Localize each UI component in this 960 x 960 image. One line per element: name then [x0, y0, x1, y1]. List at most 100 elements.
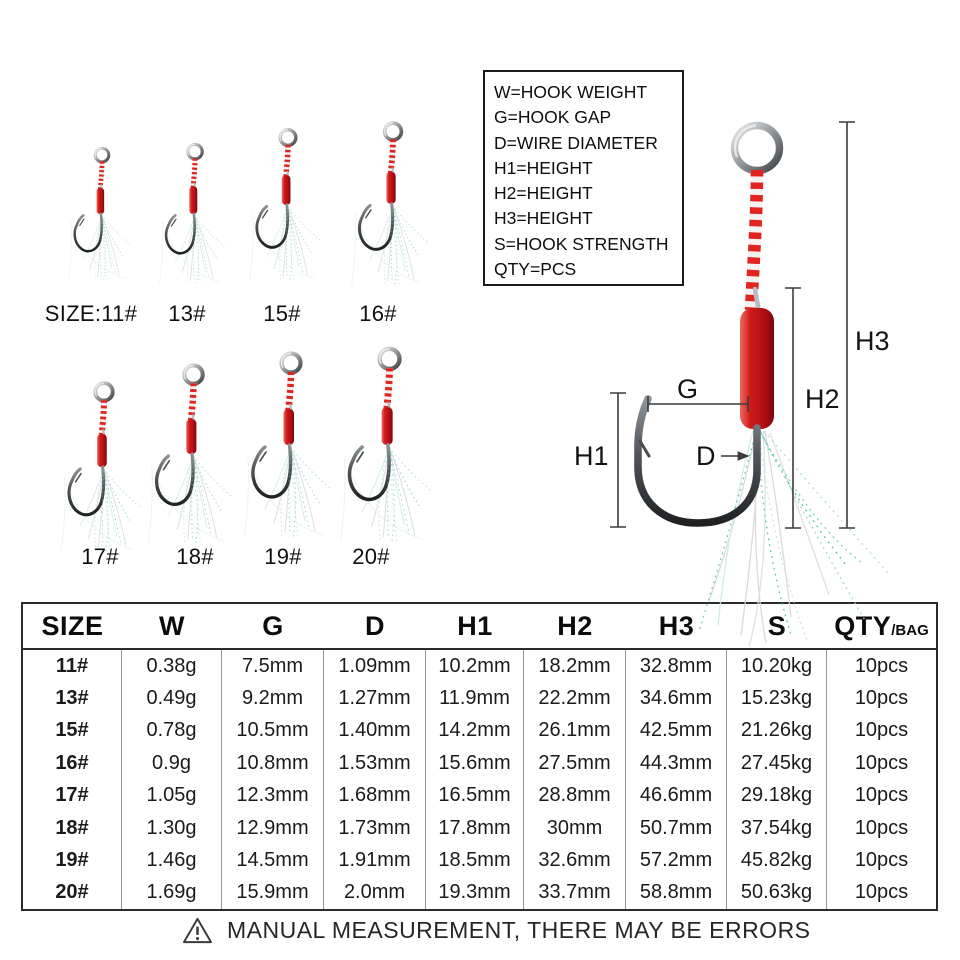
table-cell: 44.3mm	[626, 747, 727, 780]
table-cell: 10pcs	[854, 719, 909, 742]
table-cell: 10pcs	[854, 784, 909, 807]
col-header-d: D	[365, 610, 385, 641]
row-size-cell: 16#	[23, 747, 122, 780]
table-cell: 0.9g	[122, 747, 222, 780]
table-cell: 30mm	[524, 811, 626, 845]
size-label-17: 17#	[81, 544, 119, 569]
table-cell: 10pcs	[854, 751, 909, 774]
hook-illustration-11	[66, 145, 138, 285]
table-cell: 12.9mm	[222, 811, 324, 845]
table-header-row: SIZE W G D H1 H2 H3 S QTY/BAG	[23, 604, 936, 650]
table-cell: 17.8mm	[426, 811, 524, 845]
row-size-cell: 15#	[23, 714, 122, 748]
table-cell: 16.5mm	[426, 779, 524, 812]
col-header-h2: H2	[557, 610, 593, 641]
table-cell: 1.05g	[122, 779, 222, 812]
qty-header-sub: /BAG	[891, 621, 929, 639]
row-size-cell: 19#	[23, 844, 122, 877]
table-cell: 21.26kg	[727, 714, 827, 748]
legend-line: W=HOOK WEIGHT	[494, 82, 648, 102]
table-cell: 14.5mm	[222, 844, 324, 877]
size-label-13: 13#	[168, 301, 206, 326]
table-cell: 10.8mm	[222, 747, 324, 780]
table-cell: 1.30g	[122, 811, 222, 845]
table-cell: 37.54kg	[727, 811, 827, 845]
legend-line: D=WIRE DIAMETER	[494, 132, 658, 153]
hook-illustration-13	[157, 141, 233, 289]
qty-header-main: QTY	[834, 610, 892, 641]
warning-triangle-icon	[183, 917, 212, 944]
table-cell: 33.7mm	[524, 876, 626, 910]
legend-line: G=HOOK GAP	[494, 107, 612, 128]
table-cell: 22.2mm	[524, 682, 626, 715]
table-cell: 57.2mm	[626, 844, 727, 877]
hook-illustration-18	[145, 361, 242, 550]
table-cell: 15.9mm	[222, 876, 324, 910]
col-header-s: S	[767, 610, 787, 641]
label-d: D	[696, 441, 716, 471]
col-header-w: W	[159, 610, 185, 641]
legend-line: H1=HEIGHT	[494, 157, 593, 178]
hook-illustration-16	[349, 119, 437, 291]
table-cell: 9.2mm	[222, 682, 324, 715]
table-cell: 1.68mm	[324, 779, 426, 812]
table-cell: 50.7mm	[626, 811, 727, 845]
row-size-cell: 20#	[23, 876, 122, 910]
legend-line: S=HOOK STRENGTH	[494, 233, 669, 254]
size-label-19: 19#	[264, 544, 302, 569]
legend-line: H3=HEIGHT	[494, 208, 593, 229]
size-label-11: SIZE:11#	[44, 301, 138, 326]
table-cell: 26.1mm	[524, 714, 626, 748]
legend-box: W=HOOK WEIGHT G=HOOK GAP D=WIRE DIAMETER…	[483, 70, 684, 286]
hook-illustration-15	[247, 126, 329, 286]
table-cell: 1.73mm	[324, 811, 426, 845]
label-h3: H3	[855, 326, 890, 356]
table-cell: 58.8mm	[626, 876, 727, 910]
table-cell: 0.38g	[122, 650, 222, 683]
table-cell: 10.5mm	[222, 714, 324, 748]
size-label-16: 16#	[359, 301, 397, 326]
table-cell: 19.3mm	[426, 876, 524, 910]
table-cell: 18.5mm	[426, 844, 524, 877]
hook-eye-pin	[752, 286, 763, 321]
col-header-qty: QTY/BAG	[827, 611, 936, 642]
split-ring	[730, 121, 784, 175]
hook-illustration-20	[337, 344, 442, 549]
label-h1: H1	[574, 441, 609, 471]
table-cell: 10pcs	[854, 849, 909, 872]
table-cell: 50.63kg	[727, 876, 827, 910]
table-cell: 1.53mm	[324, 747, 426, 780]
table-cell: 46.6mm	[626, 779, 727, 812]
table-cell: 42.5mm	[626, 714, 727, 748]
hook-illustration-17	[58, 379, 150, 558]
label-g: G	[677, 374, 698, 404]
footnote: MANUAL MEASUREMENT, THERE MAY BE ERRORS	[182, 916, 811, 945]
hook-wire	[634, 395, 761, 527]
table-cell: 32.8mm	[626, 650, 727, 683]
table-cell: 1.09mm	[324, 650, 426, 683]
footnote-text: MANUAL MEASUREMENT, THERE MAY BE ERRORS	[227, 917, 811, 943]
table-cell: 32.6mm	[524, 844, 626, 877]
table-cell: 10pcs	[854, 881, 909, 904]
table-cell: 45.82kg	[727, 844, 827, 877]
table-cell: 18.2mm	[524, 650, 626, 683]
table-cell: 27.5mm	[524, 747, 626, 780]
red-thread-wrap	[740, 308, 774, 429]
table-cell: 10pcs	[854, 687, 909, 710]
table-cell: 10.20kg	[727, 650, 827, 683]
table-cell: 15.23kg	[727, 682, 827, 715]
col-header-h1: H1	[457, 610, 493, 641]
table-cell: 10.2mm	[426, 650, 524, 683]
table-cell: 10pcs	[854, 654, 909, 677]
table-cell: 7.5mm	[222, 650, 324, 683]
table-cell: 14.2mm	[426, 714, 524, 748]
col-header-g: G	[262, 610, 284, 641]
row-size-cell: 17#	[23, 779, 122, 812]
hook-barb	[638, 439, 651, 458]
size-label-18: 18#	[176, 544, 214, 569]
table-cell: 1.69g	[122, 876, 222, 910]
table-cell: 12.3mm	[222, 779, 324, 812]
